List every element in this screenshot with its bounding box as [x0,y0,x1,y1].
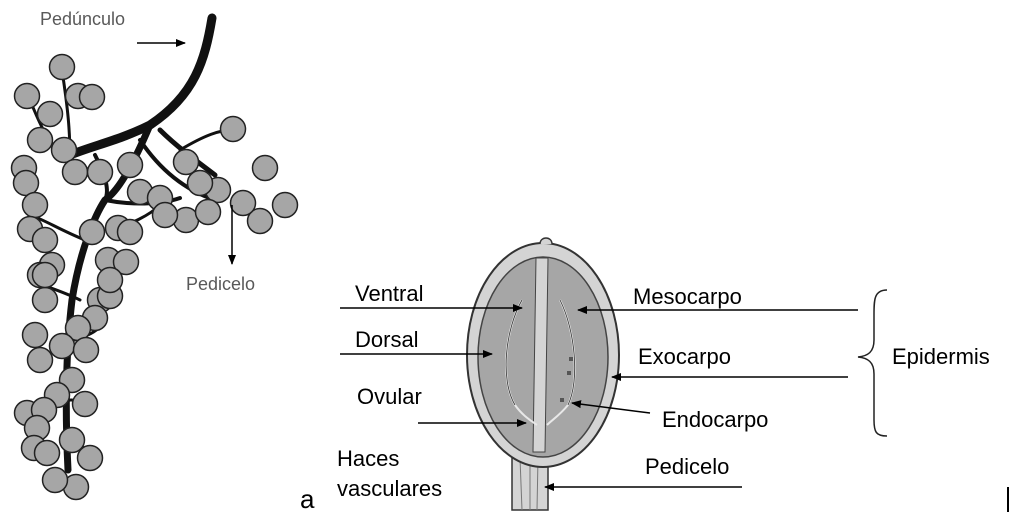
cluster-berry [80,85,105,110]
cluster-berry [118,153,143,178]
cluster-berry [23,323,48,348]
mesocarp-label: Mesocarpo [633,286,742,308]
ventral-label: Ventral [355,283,424,305]
cluster-berry [33,228,58,253]
ovular-label: Ovular [357,386,422,408]
grape-cluster [12,18,298,500]
cluster-berry [273,193,298,218]
berry-section [467,238,619,510]
cluster-berry [196,200,221,225]
exocarp-label: Exocarpo [638,346,731,368]
cluster-berry [153,203,178,228]
cluster-berry [23,193,48,218]
vascular-bundles-label-line2: vasculares [337,478,442,500]
cluster-berry [118,220,143,245]
cluster-berry [98,268,123,293]
berry-tip [540,238,552,244]
cluster-berry [188,171,213,196]
cluster-berry [253,156,278,181]
epidermis-label: Epidermis [892,346,990,368]
cluster-berry [78,446,103,471]
berry-pedicel-label: Pedicelo [645,456,729,478]
cluster-berry [50,55,75,80]
cluster-berry [35,441,60,466]
cluster-berry [33,263,58,288]
cluster-berry [14,171,39,196]
cluster-berry [174,150,199,175]
cluster-pedicel-label: Pedicelo [186,275,255,293]
cluster-berry [231,191,256,216]
cluster-berry [52,138,77,163]
cluster-berry [33,288,58,313]
vascular-bundles-label-line1: Haces [337,448,399,470]
cluster-berry [73,392,98,417]
panel-letter: a [300,486,314,512]
epidermis-brace [858,290,887,436]
cluster-berry [80,220,105,245]
dorsal-label: Dorsal [355,329,419,351]
cluster-berry [63,160,88,185]
cluster-berry [43,468,68,493]
endocarp-label: Endocarpo [662,409,768,431]
cluster-berry [221,117,246,142]
cluster-berry [15,84,40,109]
cluster-berry [50,334,75,359]
cluster-berry [88,160,113,185]
cluster-berry [28,128,53,153]
cluster-berry [28,348,53,373]
cluster-berry [74,338,99,363]
cluster-berry [38,102,63,127]
peduncle-label: Pedúnculo [40,10,125,28]
